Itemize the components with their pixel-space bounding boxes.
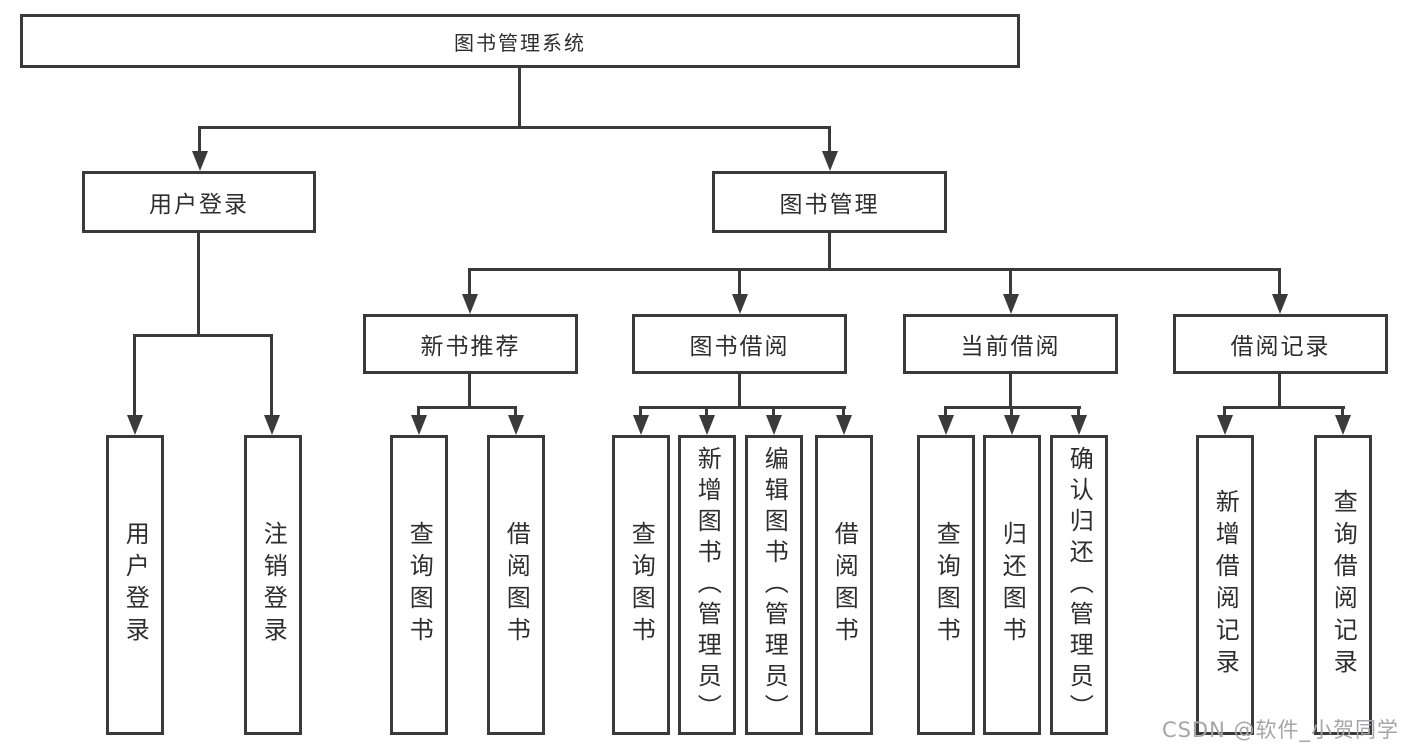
csdn-watermark: CSDN @软件_小贺同学 (1161, 718, 1399, 742)
leaf-bb-add-books-admin: 新增图书（管理员） (678, 435, 736, 735)
connector-line (639, 406, 642, 417)
leaf-user-login-label: 用户登录 (121, 521, 150, 649)
connector-line (639, 406, 846, 409)
node-root: 图书管理系统 (20, 14, 1020, 68)
connector-line (468, 268, 1281, 271)
connector-arrowhead (127, 415, 143, 435)
connector-arrowhead (411, 415, 427, 435)
leaf-cb-query-books: 查询图书 (917, 435, 975, 735)
leaf-logout-label: 注销登录 (259, 521, 288, 649)
connector-arrowhead (1004, 415, 1020, 435)
connector-line (417, 406, 517, 409)
node-current-borrow: 当前借阅 (903, 314, 1118, 374)
leaf-logout: 注销登录 (244, 435, 302, 735)
connector-arrowhead (462, 294, 478, 314)
connector-arrowhead (1272, 294, 1288, 314)
leaf-br-add-record: 新增借阅记录 (1196, 435, 1254, 735)
connector-arrowhead (1335, 415, 1351, 435)
leaf-cb-return-books: 归还图书 (983, 435, 1041, 735)
leaf-bb-query-books: 查询图书 (612, 435, 670, 735)
connector-line (738, 268, 741, 296)
connector-line (198, 126, 201, 153)
connector-line (518, 68, 521, 128)
connector-line (738, 374, 741, 409)
node-book-management: 图书管理 (712, 171, 947, 233)
leaf-bb-borrow-books-label: 借阅图书 (830, 521, 859, 649)
leaf-bb-add-books-admin-label: 新增图书（管理员） (693, 445, 722, 725)
connector-line (842, 406, 845, 417)
leaf-cb-confirm-return-admin-label: 确认归还（管理员） (1065, 445, 1094, 725)
connector-arrowhead (264, 415, 280, 435)
connector-arrowhead (1217, 415, 1233, 435)
connector-line (417, 406, 420, 417)
connector-line (1341, 406, 1344, 417)
leaf-br-add-record-label: 新增借阅记录 (1211, 489, 1240, 681)
leaf-cb-confirm-return-admin: 确认归还（管理员） (1050, 435, 1108, 735)
connector-arrowhead (699, 415, 715, 435)
connector-line (1223, 406, 1345, 409)
leaf-nb-query-books: 查询图书 (390, 435, 448, 735)
connector-line (1278, 374, 1281, 409)
leaf-br-query-record: 查询借阅记录 (1314, 435, 1372, 735)
connector-line (1009, 268, 1012, 296)
node-book-borrow: 图书借阅 (632, 314, 847, 374)
connector-arrowhead (1003, 294, 1019, 314)
connector-line (198, 126, 831, 129)
leaf-user-login: 用户登录 (106, 435, 164, 735)
node-borrow-records: 借阅记录 (1173, 314, 1388, 374)
connector-line (1077, 406, 1080, 417)
connector-line (944, 406, 947, 417)
leaf-nb-borrow-books-label: 借阅图书 (502, 521, 531, 649)
leaf-bb-edit-books-admin: 编辑图书（管理员） (745, 435, 803, 735)
leaf-nb-query-books-label: 查询图书 (405, 521, 434, 649)
connector-line (1223, 406, 1226, 417)
connector-arrowhead (508, 415, 524, 435)
connector-line (468, 268, 471, 296)
connector-line (828, 233, 831, 271)
connector-line (1278, 268, 1281, 296)
leaf-cb-query-books-label: 查询图书 (932, 521, 961, 649)
connector-arrowhead (766, 415, 782, 435)
connector-arrowhead (192, 151, 208, 171)
leaf-bb-borrow-books: 借阅图书 (815, 435, 873, 735)
leaf-cb-return-books-label: 归还图书 (998, 521, 1027, 649)
connector-line (828, 126, 831, 153)
connector-line (705, 406, 708, 417)
node-new-book-recommend: 新书推荐 (363, 314, 578, 374)
leaf-nb-borrow-books: 借阅图书 (487, 435, 545, 735)
connector-arrowhead (938, 415, 954, 435)
connector-line (1009, 374, 1012, 409)
connector-line (133, 334, 273, 337)
connector-arrowhead (1071, 415, 1087, 435)
connector-line (468, 374, 471, 409)
connector-line (197, 233, 200, 337)
connector-line (772, 406, 775, 417)
connector-arrowhead (732, 294, 748, 314)
node-user-login: 用户登录 (82, 171, 316, 233)
connector-arrowhead (836, 415, 852, 435)
connector-line (1010, 406, 1013, 417)
leaf-bb-query-books-label: 查询图书 (627, 521, 656, 649)
connector-line (270, 334, 273, 417)
connector-line (514, 406, 517, 417)
connector-line (133, 334, 136, 417)
connector-arrowhead (822, 151, 838, 171)
connector-arrowhead (633, 415, 649, 435)
leaf-br-query-record-label: 查询借阅记录 (1329, 489, 1358, 681)
leaf-bb-edit-books-admin-label: 编辑图书（管理员） (760, 445, 789, 725)
